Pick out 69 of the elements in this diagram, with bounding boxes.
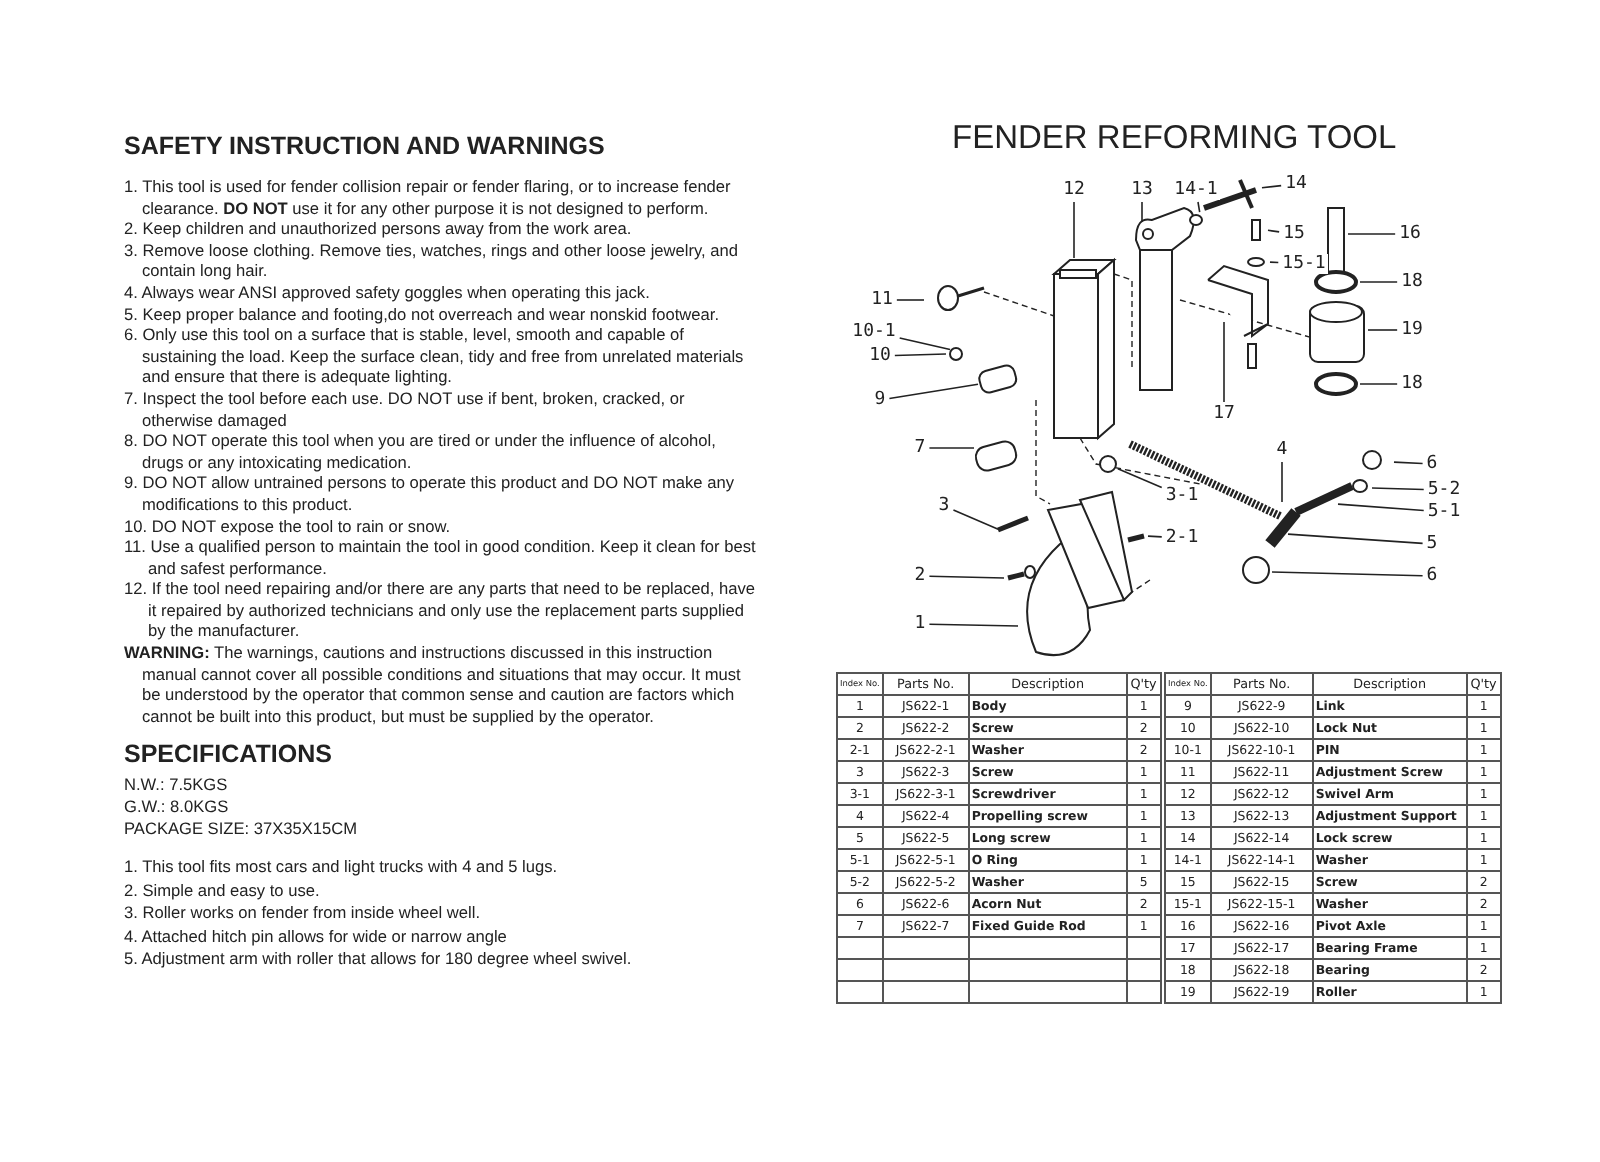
leader-line — [1223, 321, 1225, 403]
leader-line — [894, 353, 947, 357]
feature-text: 3. Roller works on fender from inside wheel well. — [124, 902, 482, 926]
feature-text: 4. Attached hitch pin allows for wide or narrow angle — [124, 925, 509, 949]
instruction-text: 7. Inspect the tool before each use. DO NOT use if bent, broken, cracked, or otherwise damaged — [124, 387, 687, 431]
section-heading: SAFETY INSTRUCTION AND WARNINGS — [124, 132, 607, 160]
callout-number: 18 — [1399, 272, 1425, 292]
leader-line — [1367, 329, 1398, 331]
callout-number: 5-2 — [1425, 480, 1463, 500]
instruction-text: 2. Keep children and unauthorized persons away from the work area. — [124, 218, 634, 240]
leader-line — [1261, 184, 1282, 189]
feature-text: 1. This tool fits most cars and light trucks with 4 and 5 lugs. — [124, 856, 560, 880]
instruction-text: 10. DO NOT expose the tool to rain or snow. — [124, 515, 453, 537]
leader-line — [896, 299, 925, 301]
leader-line — [1371, 487, 1425, 491]
callout-number: 7 — [912, 438, 928, 458]
leader-line — [898, 337, 951, 351]
callout-number: 9 — [872, 390, 888, 410]
specification-text: PACKAGE SIZE: 37X35X15CM — [124, 817, 360, 839]
drawing-title: FENDER REFORMING TOOL — [952, 120, 1397, 158]
callout-number: 19 — [1399, 320, 1425, 340]
leader-line — [928, 623, 1019, 627]
callout-number: 16 — [1397, 224, 1423, 244]
leader-line — [1287, 533, 1424, 545]
callout-number: 11 — [869, 290, 895, 310]
callout-number: 6 — [1424, 454, 1440, 474]
callout-number: 6 — [1424, 566, 1440, 586]
callout-number: 5 — [1424, 534, 1440, 554]
feature-text: 2. Simple and easy to use. — [124, 879, 322, 903]
instruction-text: 1. This tool is used for fender collision repair or fender flaring, or to increase fender clearance. DO NOT use it for any other purpose it is not designed to perform. — [124, 176, 733, 219]
callout-number: 1 — [912, 614, 928, 634]
fender-tool-exploded-drawing — [937, 179, 1382, 657]
leader-line — [1117, 467, 1163, 489]
leader-line — [1141, 201, 1143, 223]
callout-number: 5-1 — [1425, 502, 1463, 522]
leader-line — [1073, 201, 1075, 259]
callout-number: 18 — [1399, 374, 1425, 394]
leader-line — [928, 447, 975, 449]
instruction-text: 6. Only use this tool on a surface that is stable, level, smooth and capable of sustaining the load. Keep the surface clean, tidy and free from unrelated materials and ensure that there is adequate lighting. — [124, 324, 746, 388]
leader-line — [1267, 229, 1280, 233]
leader-line — [1359, 281, 1398, 283]
instruction-text: 11. Use a qualified person to maintain the tool in good condition. Keep it clean for best and safest performance. — [124, 536, 758, 579]
feature-text: 5. Adjustment arm with roller that allows for 180 degree wheel swivel. — [124, 948, 634, 972]
leader-line — [1337, 503, 1425, 512]
leader-line — [888, 383, 979, 400]
instruction-text: 4. Always wear ANSI approved safety goggles when operating this jack. — [124, 281, 652, 304]
callout-number: 10-1 — [850, 322, 898, 342]
leader-line — [1347, 233, 1396, 235]
callout-number: 14 — [1283, 174, 1309, 194]
leader-line — [928, 575, 1005, 579]
instruction-text: 12. If the tool need repairing and/or there are any parts that need to be replaced, have it repaired by authorized technicians and only use the replacement parts supplied by the manufacturer. — [124, 578, 757, 643]
leader-line — [1359, 383, 1398, 385]
instruction-text: 3. Remove loose clothing. Remove ties, watches, rings and other loose jewelry, and contain long hair. — [124, 239, 740, 282]
instruction-text: 5. Keep proper balance and footing,do not overreach and wear nonskid footwear. — [124, 303, 722, 325]
callout-number: 2 — [912, 566, 928, 586]
leader-line — [1197, 201, 1201, 213]
leader-line — [1147, 535, 1163, 538]
callout-number: 10 — [867, 346, 893, 366]
instruction-text: 8. DO NOT operate this tool when you are tired or under the influence of alcohol, drugs or any intoxicating medication. — [124, 430, 718, 473]
warning-text: WARNING: The warnings, cautions and instructions discussed in this instruction manual cannot cover all possible conditions and situations that may occur. It must be understood by the operator that common sense and caution are factors which cannot be built into this product, but must be supplied by the operator. — [124, 642, 743, 727]
leader-line — [1271, 571, 1424, 577]
specification-text: G.W.: 8.0KGS — [124, 796, 231, 818]
leader-line — [952, 509, 999, 530]
instruction-text: 9. DO NOT allow untrained persons to operate this product and DO NOT make any modifications to this product. — [124, 472, 736, 515]
leader-line — [1281, 461, 1283, 503]
leader-line — [1269, 261, 1280, 264]
section-heading: SPECIFICATIONS — [124, 740, 334, 769]
specification-text: N.W.: 7.5KGS — [124, 774, 230, 797]
leader-line — [1393, 461, 1424, 465]
